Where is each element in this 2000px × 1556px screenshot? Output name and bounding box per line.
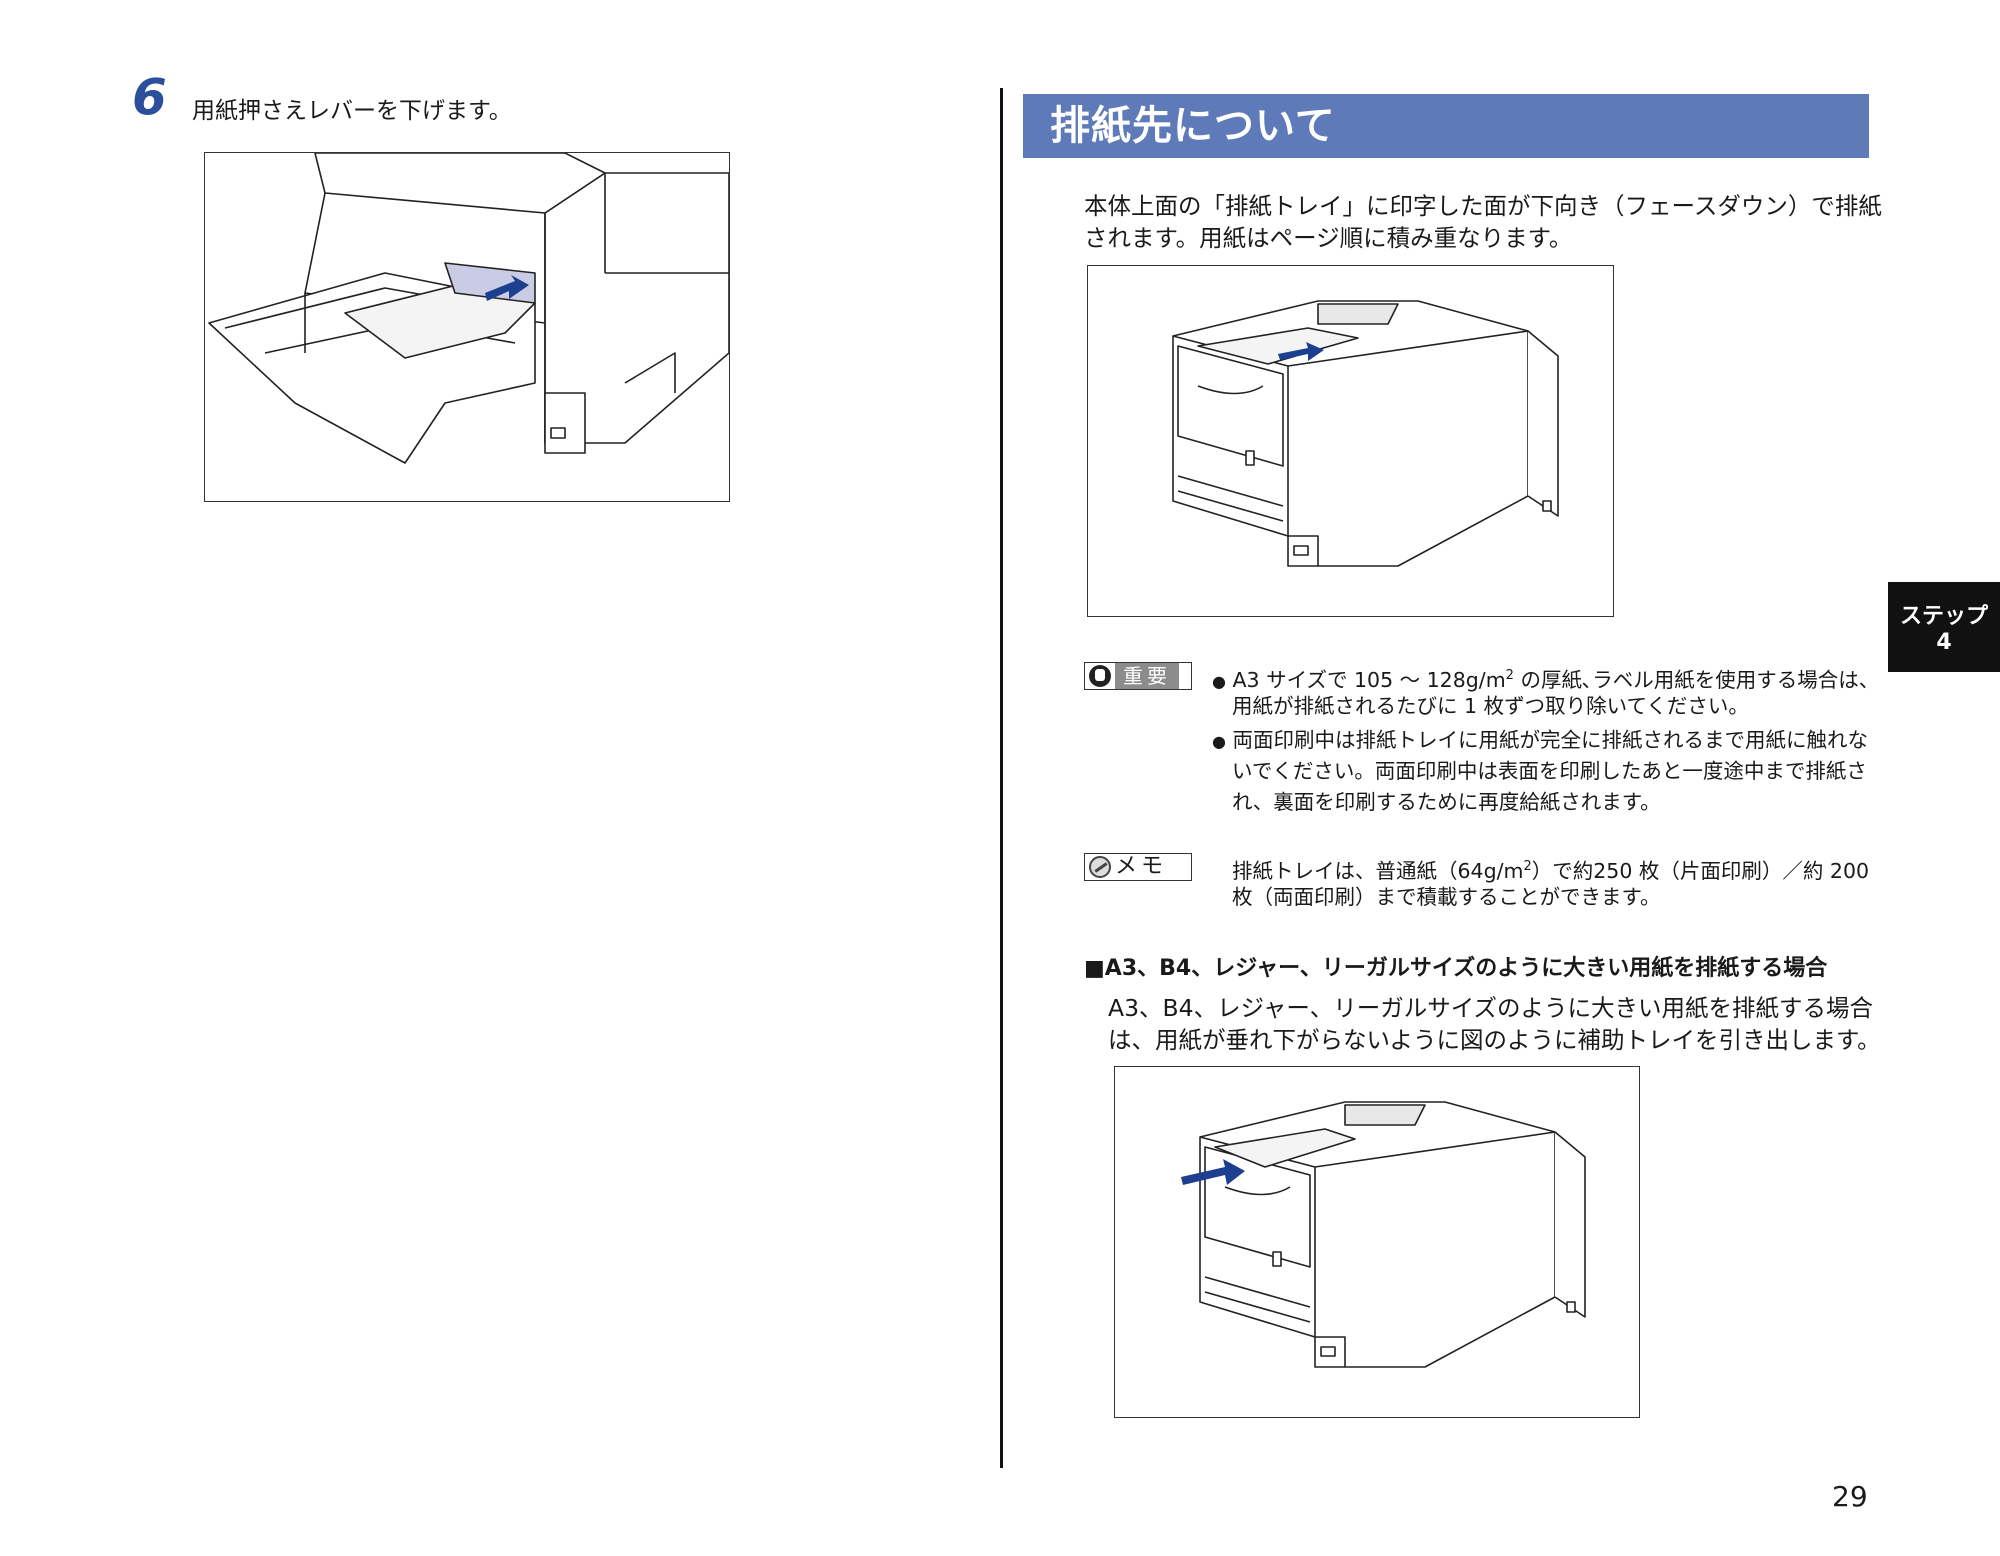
figure-lever-lowering xyxy=(204,152,730,502)
important-bullet-1-line-1: ● A3 サイズで 105 ～ 128g/m2 の厚紙､ラベル用紙を使用する場合… xyxy=(1212,667,1880,692)
important-bullet-2-line-2: いでください。両面印刷中は表面を印刷したあと一度途中まで排紙さ xyxy=(1232,759,1867,783)
important-label: 重要 xyxy=(1084,662,1192,690)
pencil-icon xyxy=(1089,856,1111,878)
side-tab-label: ステップ xyxy=(1899,604,1988,629)
important-bullet-2-line-1: ● 両面印刷中は排紙トレイに用紙が完全に排紙されるまで用紙に触れな xyxy=(1212,728,1868,752)
bullet-dot: ● xyxy=(1212,732,1226,751)
important-bullet-2-line-3: れ、裏面を印刷するために再度給紙されます。 xyxy=(1232,790,1661,814)
section-banner xyxy=(1023,94,1869,158)
memo-line-1: 排紙トレイは、普通紙（64g/m2）で約250 枚（片面印刷）／約 200 xyxy=(1232,858,1870,883)
section-title: 排紙先について xyxy=(1050,103,1336,149)
printer-tray-illustration xyxy=(208,152,730,464)
step-number: 6 xyxy=(132,68,167,126)
page-divider xyxy=(1000,88,1003,1468)
step-side-tab: ステップ 4 xyxy=(1888,582,2000,672)
hand-icon xyxy=(1089,665,1111,687)
important-label-text: 重要 xyxy=(1115,663,1179,689)
memo-label-text: メモ xyxy=(1115,854,1168,879)
figure-auxiliary-tray xyxy=(1114,1066,1640,1418)
important-bullet-1-line-2: 用紙が排紙されるたびに 1 枚ずつ取り除いてください。 xyxy=(1232,694,1749,718)
sub-line-1: A3、B4、レジャー、リーガルサイズのように大きい用紙を排紙する場合 xyxy=(1108,994,1873,1022)
bullet-dot: ● xyxy=(1212,671,1226,691)
figure-output-tray xyxy=(1087,265,1614,617)
intro-line-1: 本体上面の「排紙トレイ」に印字した面が下向き（フェースダウン）で排紙 xyxy=(1084,192,1882,220)
printer-auxiliary-illustration xyxy=(1181,1101,1586,1368)
memo-line-2: 枚（両面印刷）まで積載することができます。 xyxy=(1232,885,1661,909)
subheading: ■A3、B4、レジャー、リーガルサイズのように大きい用紙を排紙する場合 xyxy=(1084,956,1828,981)
step-instruction: 用紙押さえレバーを下げます。 xyxy=(192,98,512,124)
intro-line-2: されます。用紙はページ順に積み重なります。 xyxy=(1084,224,1573,252)
side-tab-number: 4 xyxy=(1936,630,1952,655)
sub-line-2: は、用紙が垂れ下がらないように図のように補助トレイを引き出します。 xyxy=(1108,1026,1881,1054)
printer-output-illustration xyxy=(1172,300,1559,567)
memo-label: メモ xyxy=(1084,853,1192,881)
page-number: 29 xyxy=(1832,1480,1868,1513)
